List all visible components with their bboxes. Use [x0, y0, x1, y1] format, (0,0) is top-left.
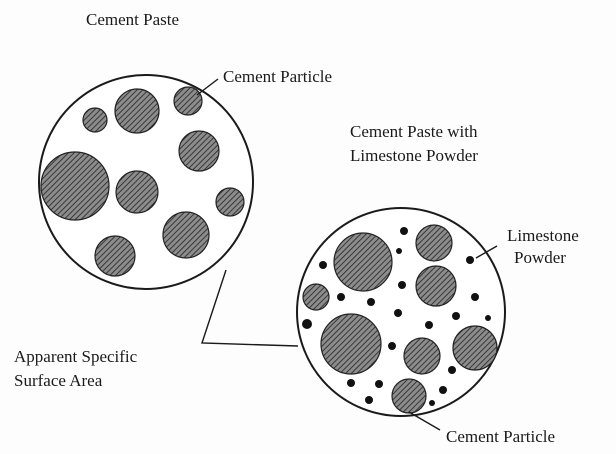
limestone-label-line2: Powder [514, 248, 566, 267]
cement-particle [216, 188, 244, 216]
cement-particle [392, 379, 426, 413]
cement-particle [116, 171, 158, 213]
leader-apparent-surface-area [202, 270, 298, 346]
limestone-powder [365, 396, 373, 404]
cement-limestone-circle [297, 208, 505, 416]
cement-particle [179, 131, 219, 171]
limestone-powder [302, 319, 312, 329]
limestone-powder [396, 248, 402, 254]
cement-paste-circle [39, 75, 253, 289]
limestone-powder [394, 309, 402, 317]
cement-particle [303, 284, 329, 310]
limestone-powder [398, 281, 406, 289]
limestone-powder [471, 293, 479, 301]
cement-particle-label-bottom: Cement Particle [446, 427, 555, 446]
cement-particle [416, 225, 452, 261]
limestone-powder [388, 342, 396, 350]
limestone-powder [439, 386, 447, 394]
cement-particle-label-top: Cement Particle [223, 67, 332, 86]
cement-particle [334, 233, 392, 291]
limestone-powder [375, 380, 383, 388]
cement-particle [115, 89, 159, 133]
limestone-powder [337, 293, 345, 301]
apparent-area-label-line2: Surface Area [14, 371, 103, 390]
limestone-powder [485, 315, 491, 321]
cement-particle [453, 326, 497, 370]
cement-particle [174, 87, 202, 115]
limestone-powder [400, 227, 408, 235]
limestone-powder [466, 256, 474, 264]
cement-particle [321, 314, 381, 374]
leader-cement-particle-bottom [409, 412, 440, 430]
leader-cement-particle-top [197, 79, 218, 95]
panel-title-line1: Cement Paste with [350, 122, 478, 141]
cement-particle [95, 236, 135, 276]
cement-particle [83, 108, 107, 132]
limestone-powder [367, 298, 375, 306]
limestone-powder [425, 321, 433, 329]
panel-title-line2: Limestone Powder [350, 146, 478, 165]
cement-particle [416, 266, 456, 306]
limestone-powder [319, 261, 327, 269]
cement-particle [404, 338, 440, 374]
limestone-powder [448, 366, 456, 374]
limestone-powder [347, 379, 355, 387]
limestone-powder [429, 400, 435, 406]
limestone-label-line1: Limestone [507, 226, 579, 245]
cement-particle [163, 212, 209, 258]
limestone-powder [452, 312, 460, 320]
apparent-area-label-line1: Apparent Specific [14, 347, 138, 366]
diagram-title: Cement Paste [86, 10, 179, 29]
cement-particle [41, 152, 109, 220]
